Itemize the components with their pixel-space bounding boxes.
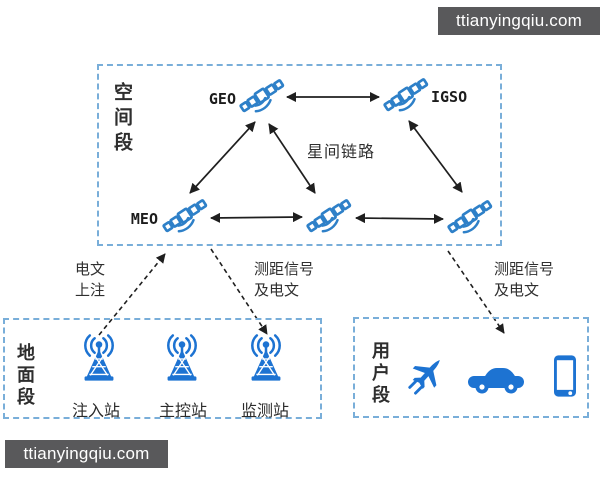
smartphone-icon xyxy=(552,354,578,398)
satellite-icon-right xyxy=(446,197,494,241)
satellite-icon-igso xyxy=(382,75,430,119)
satellite-icon-meo xyxy=(161,196,209,240)
antenna-tower-icon-master xyxy=(158,333,206,385)
ranging-mid-label-line1: 测距信号 xyxy=(254,260,315,278)
geo-label: GEO xyxy=(208,90,236,108)
ranging-user-label: 测距信号 及电文 xyxy=(494,259,554,301)
link-geo-mid xyxy=(268,123,316,194)
watermark-top-right: ttianyingqiu.com xyxy=(438,7,600,35)
user-segment-label: 用户段 xyxy=(369,341,390,407)
ground-segment-box xyxy=(3,318,322,419)
ranging-user-label-line1: 测距信号 xyxy=(494,260,555,278)
antenna-tower-icon xyxy=(75,333,123,385)
igso-label: IGSO xyxy=(431,88,468,106)
antenna-tower-icon xyxy=(158,333,206,385)
link-geo-meo xyxy=(189,121,256,194)
car-icon xyxy=(464,362,528,396)
car-icon xyxy=(464,362,528,396)
satellite-icon xyxy=(238,76,286,120)
inter-satellite-link-label: 星间链路 xyxy=(307,142,376,161)
satellite-icon xyxy=(161,196,209,240)
station-label-master: 主控站 xyxy=(158,401,207,420)
satellite-icon xyxy=(305,196,353,240)
satellite-icon-mid xyxy=(305,196,353,240)
downlink-user-dashed-arrow xyxy=(447,250,505,334)
satellite-icon-geo xyxy=(238,76,286,120)
link-igso-right xyxy=(408,120,463,193)
ranging-mid-label: 测距信号 及电文 xyxy=(254,259,314,301)
watermark-bottom-left: ttianyingqiu.com xyxy=(5,440,168,468)
airplane-icon xyxy=(404,351,450,397)
antenna-tower-icon-monitor xyxy=(242,333,290,385)
ground-segment-label: 地面段 xyxy=(14,343,35,409)
user-segment-box xyxy=(353,317,589,418)
satellite-icon xyxy=(382,75,430,119)
uplink-label: 电文 上注 xyxy=(75,259,105,301)
link-mid-right xyxy=(354,213,445,224)
satellite-icon xyxy=(446,197,494,241)
meo-label: MEO xyxy=(130,210,158,228)
ranging-mid-label-line2: 及电文 xyxy=(254,281,300,299)
uplink-label-line1: 电文 xyxy=(75,260,106,278)
station-label-monitor: 监测站 xyxy=(240,401,289,420)
antenna-tower-icon xyxy=(242,333,290,385)
uplink-dashed-arrow xyxy=(98,253,166,336)
airplane-icon xyxy=(404,351,450,397)
uplink-label-line2: 上注 xyxy=(75,281,106,299)
link-meo-mid xyxy=(209,212,304,223)
downlink-mid-dashed-arrow xyxy=(210,248,268,335)
antenna-tower-icon-injection xyxy=(75,333,123,385)
space-segment-label: 空间段 xyxy=(111,82,133,157)
station-label-injection: 注入站 xyxy=(71,401,120,420)
smartphone-icon xyxy=(552,354,578,398)
ranging-user-label-line2: 及电文 xyxy=(494,281,540,299)
space-segment-box xyxy=(97,64,502,246)
